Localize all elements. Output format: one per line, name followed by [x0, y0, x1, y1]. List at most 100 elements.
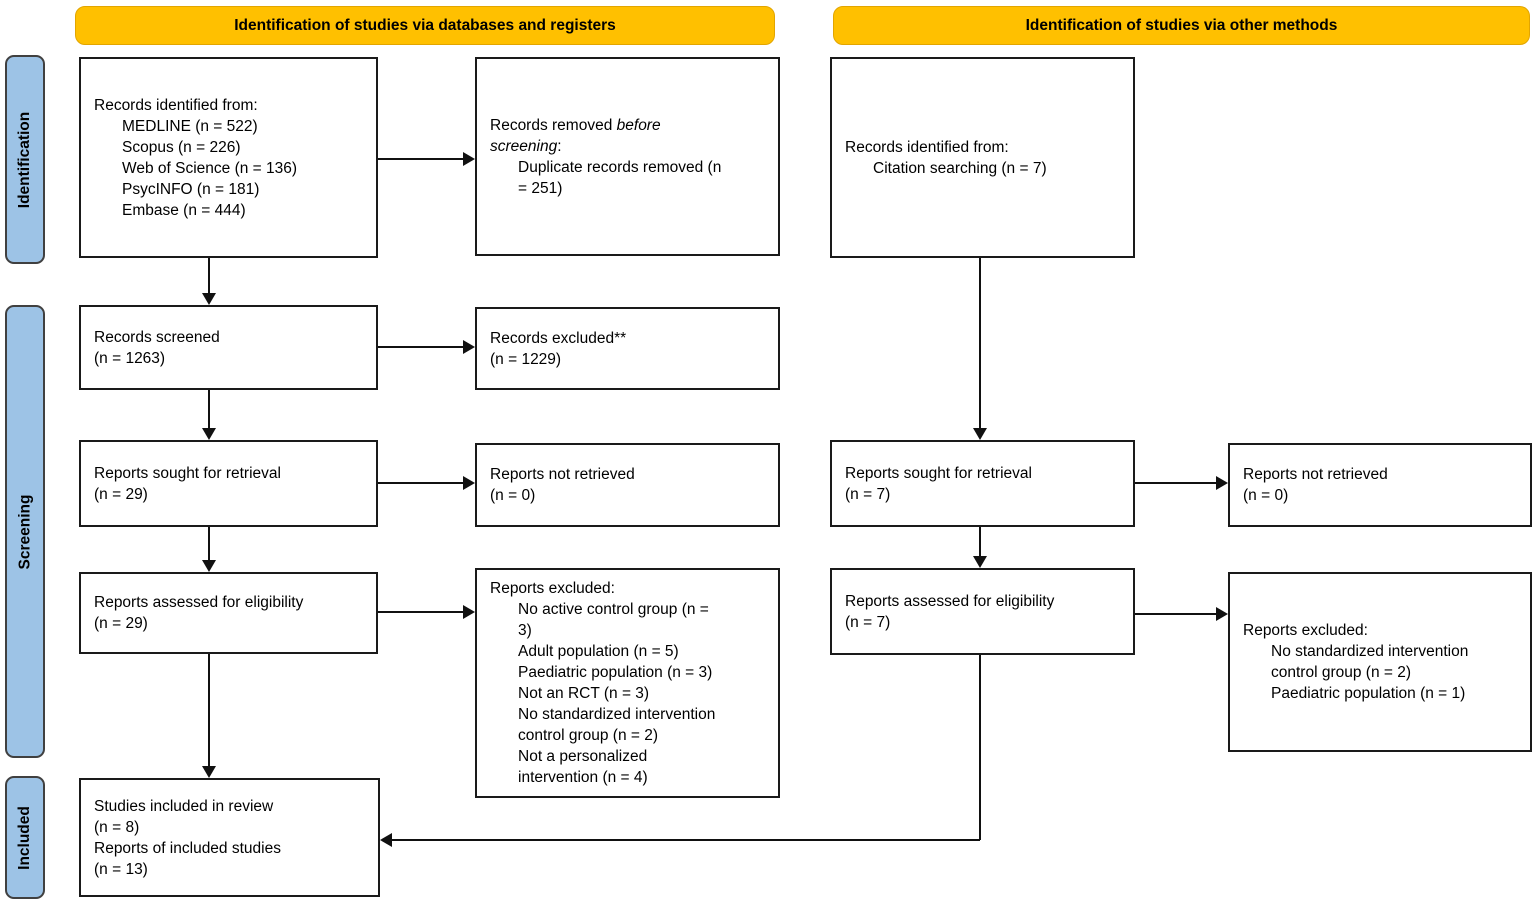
arrow-line — [378, 346, 463, 348]
arrowhead-left-icon — [380, 833, 392, 847]
box-title-italic: before — [616, 116, 661, 134]
box-item: Not an RCT (n = 3) — [518, 685, 650, 702]
box-item: intervention (n = 4) — [518, 769, 648, 786]
box-title: Reports excluded: — [490, 580, 615, 597]
box-item: = 251) — [518, 179, 563, 197]
arrow-line — [378, 482, 463, 484]
box-line: Studies included in review — [94, 797, 274, 815]
box-item: Duplicate records removed (n — [518, 158, 722, 176]
box-item: Citation searching (n = 7) — [873, 159, 1047, 177]
arrowhead-right-icon — [463, 476, 475, 490]
box-line: (n = 0) — [490, 487, 536, 504]
box-item: control group (n = 2) — [1271, 664, 1412, 681]
banner-other-methods-label: Identification of studies via other meth… — [1025, 16, 1338, 34]
arrowhead-right-icon — [463, 152, 475, 166]
arrow-line — [979, 655, 981, 840]
box-title: Reports excluded: — [1243, 622, 1368, 639]
arrow-line — [208, 527, 210, 560]
arrowhead-down-icon — [202, 766, 216, 778]
box-reports-not-retrieved-other: Reports not retrieved (n = 0) — [1228, 443, 1532, 527]
box-reports-sought-other: Reports sought for retrieval (n = 7) — [830, 440, 1135, 527]
arrow-line — [392, 839, 980, 841]
box-title: Records identified from: — [94, 96, 258, 114]
box-title-text: Records removed — [490, 116, 617, 134]
arrow-line — [378, 611, 463, 613]
box-line: (n = 1263) — [94, 349, 166, 367]
box-item: Scopus (n = 226) — [122, 138, 241, 156]
arrowhead-right-icon — [463, 605, 475, 619]
box-records-identified-other: Records identified from: Citation search… — [830, 57, 1135, 258]
box-line: (n = 7) — [845, 485, 891, 503]
box-line: Reports assessed for eligibility — [94, 594, 304, 611]
box-item: MEDLINE (n = 522) — [122, 117, 258, 135]
box-title: screening: — [490, 136, 764, 157]
box-item: Not a personalized — [518, 748, 648, 765]
arrow-line — [1135, 613, 1216, 615]
stage-label-screening: Screening — [16, 494, 34, 569]
box-line: (n = 0) — [1243, 487, 1289, 504]
box-records-identified-databases: Records identified from: MEDLINE (n = 52… — [79, 57, 378, 258]
box-records-excluded: Records excluded** (n = 1229) — [475, 307, 780, 390]
arrowhead-right-icon — [1216, 607, 1228, 621]
box-line: (n = 1229) — [490, 350, 562, 368]
box-studies-included: Studies included in review (n = 8) Repor… — [79, 778, 380, 897]
box-line: (n = 29) — [94, 615, 148, 632]
arrow-line — [979, 258, 981, 428]
box-line: Reports of included studies — [94, 839, 281, 857]
box-title: Records removed before — [490, 115, 764, 136]
box-item: Paediatric population (n = 3) — [518, 664, 713, 681]
box-reports-assessed-databases: Reports assessed for eligibility (n = 29… — [79, 572, 378, 654]
box-item: Web of Science (n = 136) — [122, 159, 298, 177]
box-line: (n = 13) — [94, 860, 148, 878]
arrow-line — [208, 390, 210, 428]
box-line: Reports sought for retrieval — [94, 464, 281, 482]
box-item: Adult population (n = 5) — [518, 643, 679, 660]
box-item: Paediatric population (n = 1) — [1271, 685, 1466, 702]
box-item: No standardized intervention — [518, 706, 716, 723]
banner-databases-registers: Identification of studies via databases … — [75, 6, 775, 45]
arrowhead-right-icon — [1216, 476, 1228, 490]
box-title: Records identified from: — [845, 138, 1009, 156]
arrowhead-down-icon — [202, 560, 216, 572]
box-item: PsycINFO (n = 181) — [122, 180, 260, 198]
arrow-line — [208, 258, 210, 293]
box-line: (n = 8) — [94, 818, 140, 836]
box-item: No standardized intervention — [1271, 643, 1469, 660]
box-records-removed-before-screening: Records removed before screening: Duplic… — [475, 57, 780, 256]
box-line: (n = 7) — [845, 613, 891, 631]
arrowhead-down-icon — [202, 428, 216, 440]
stage-bar-identification: Identification — [5, 55, 45, 264]
stage-bar-included: Included — [5, 776, 45, 899]
stage-bar-screening: Screening — [5, 305, 45, 758]
box-reports-not-retrieved-databases: Reports not retrieved (n = 0) — [475, 443, 780, 527]
box-item: 3) — [518, 622, 532, 639]
stage-label-included: Included — [16, 805, 34, 870]
arrow-line — [208, 654, 210, 766]
box-reports-assessed-other: Reports assessed for eligibility (n = 7) — [830, 568, 1135, 655]
box-line: (n = 29) — [94, 485, 148, 503]
stage-label-identification: Identification — [16, 111, 34, 208]
box-line: Records excluded** — [490, 329, 627, 347]
box-line: Reports assessed for eligibility — [845, 592, 1055, 610]
box-item: control group (n = 2) — [518, 727, 659, 744]
box-title-italic: screening — [490, 137, 558, 155]
box-title-text: : — [557, 137, 562, 155]
arrow-line — [378, 158, 463, 160]
arrowhead-down-icon — [202, 293, 216, 305]
banner-other-methods: Identification of studies via other meth… — [833, 6, 1530, 45]
arrow-line — [1135, 482, 1216, 484]
box-line: Reports not retrieved — [490, 466, 635, 483]
arrowhead-right-icon — [463, 340, 475, 354]
arrowhead-down-icon — [973, 428, 987, 440]
box-item: Embase (n = 444) — [122, 201, 246, 219]
box-records-screened: Records screened (n = 1263) — [79, 305, 378, 390]
banner-databases-registers-label: Identification of studies via databases … — [234, 16, 616, 34]
box-line: Reports sought for retrieval — [845, 464, 1032, 482]
box-line: Records screened — [94, 328, 220, 346]
box-reports-excluded-other: Reports excluded: No standardized interv… — [1228, 572, 1532, 752]
box-item: No active control group (n = — [518, 601, 709, 618]
box-reports-excluded-databases: Reports excluded: No active control grou… — [475, 568, 780, 798]
box-line: Reports not retrieved — [1243, 466, 1388, 483]
arrow-line — [979, 527, 981, 556]
